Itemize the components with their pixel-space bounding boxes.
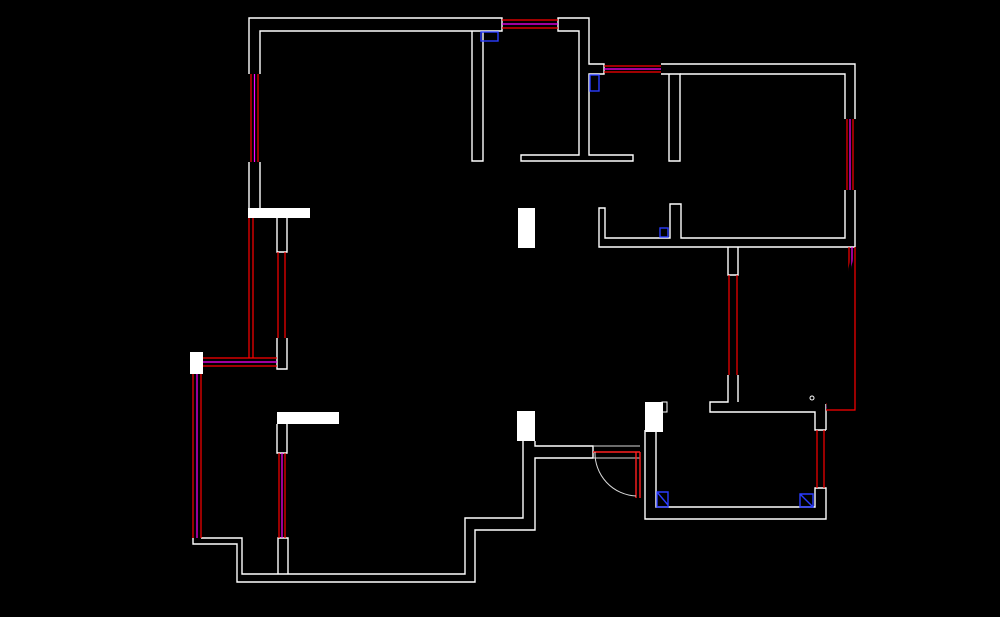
outer-wall-north-top <box>520 17 634 162</box>
window-balcony-horizontal <box>203 357 277 367</box>
window-west-1 <box>250 74 259 162</box>
window-north-2 <box>604 65 661 73</box>
outer-walls <box>192 17 856 583</box>
column-west-lower <box>277 412 339 424</box>
wall-east-bedroom <box>680 73 846 119</box>
window-west-inner-lower <box>278 453 286 538</box>
column-west-corner <box>190 352 203 374</box>
window-west-lower <box>192 374 202 538</box>
windows <box>192 19 856 538</box>
window-bathroom-east <box>816 430 825 488</box>
fixture-bath-2 <box>799 493 814 508</box>
column-bathroom <box>645 402 663 432</box>
window-north-1 <box>502 19 558 29</box>
fixture-bath-1 <box>656 491 669 508</box>
window-east-bay <box>826 247 856 411</box>
wall-west-pier <box>276 338 288 370</box>
window-corridor <box>728 275 738 375</box>
outer-wall-north-east <box>661 63 856 119</box>
outer-wall-north-west <box>248 17 503 74</box>
column-south <box>517 411 535 441</box>
columns <box>190 208 668 441</box>
wall-bathroom <box>644 430 827 520</box>
column-center <box>518 208 535 248</box>
window-east-1 <box>846 119 854 190</box>
door-swing-arc <box>594 451 637 497</box>
window-west-balcony <box>248 218 286 358</box>
outer-wall-south <box>192 441 594 583</box>
entrance-door <box>593 445 641 498</box>
fixture-east-room <box>659 227 669 238</box>
wall-east-room-inner <box>661 73 681 162</box>
wall-corridor-vertical <box>709 247 826 431</box>
outer-wall-south-inner <box>201 441 524 575</box>
column-west-upper <box>248 208 310 218</box>
fixture-north <box>480 31 499 42</box>
fixture-east-north <box>589 74 600 92</box>
outer-wall-west-upper <box>248 162 261 209</box>
wall-north-room-left <box>471 31 484 162</box>
fixtures <box>480 31 815 508</box>
wall-west-column <box>276 218 288 253</box>
marker-dot <box>809 395 815 401</box>
wall-west-lower <box>276 424 288 454</box>
wall-east-bedroom-lower <box>598 190 855 248</box>
column-bathroom-notch <box>661 401 668 413</box>
